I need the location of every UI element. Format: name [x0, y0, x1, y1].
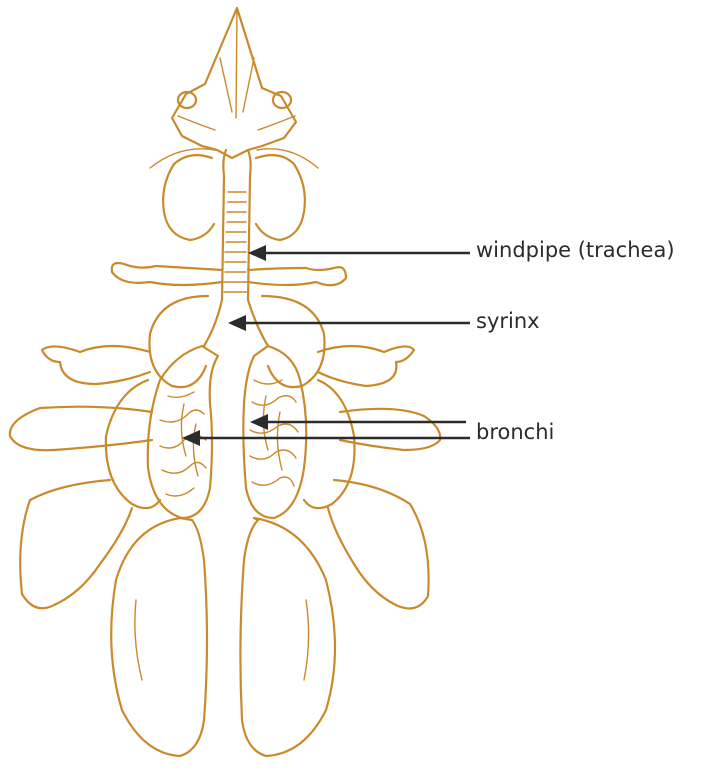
left-wing-air-sac [10, 407, 152, 451]
left-clavicular-air-sac [112, 263, 222, 285]
trachea [204, 150, 268, 346]
right-cranial-thoracic-air-sac [304, 380, 355, 508]
label-windpipe: windpipe (trachea) [476, 240, 675, 261]
right-lower-side-sac [328, 480, 429, 608]
right-side-sac-upper [318, 346, 414, 386]
left-side-sac-upper [42, 346, 150, 384]
right-clavicular-air-sac [248, 267, 346, 285]
bronchi-pointer-arrow-upper [250, 414, 466, 430]
left-interclavicular-air-sac [149, 296, 208, 387]
label-syrinx: syrinx [476, 311, 540, 332]
left-neck-air-sac [163, 155, 214, 240]
syrinx-pointer-arrow [228, 315, 470, 331]
left-abdominal-air-sac [111, 518, 207, 756]
bird-anatomy-outline [10, 8, 440, 756]
left-lung [148, 346, 218, 518]
right-abdominal-air-sac [240, 518, 335, 756]
right-lung [243, 346, 306, 518]
right-interclavicular-air-sac [262, 296, 325, 387]
windpipe-pointer-arrow [248, 245, 470, 261]
right-neck-air-sac [256, 155, 305, 240]
head [150, 8, 318, 168]
bronchi-pointer-arrow-lower [182, 430, 470, 446]
label-bronchi: bronchi [476, 422, 554, 443]
